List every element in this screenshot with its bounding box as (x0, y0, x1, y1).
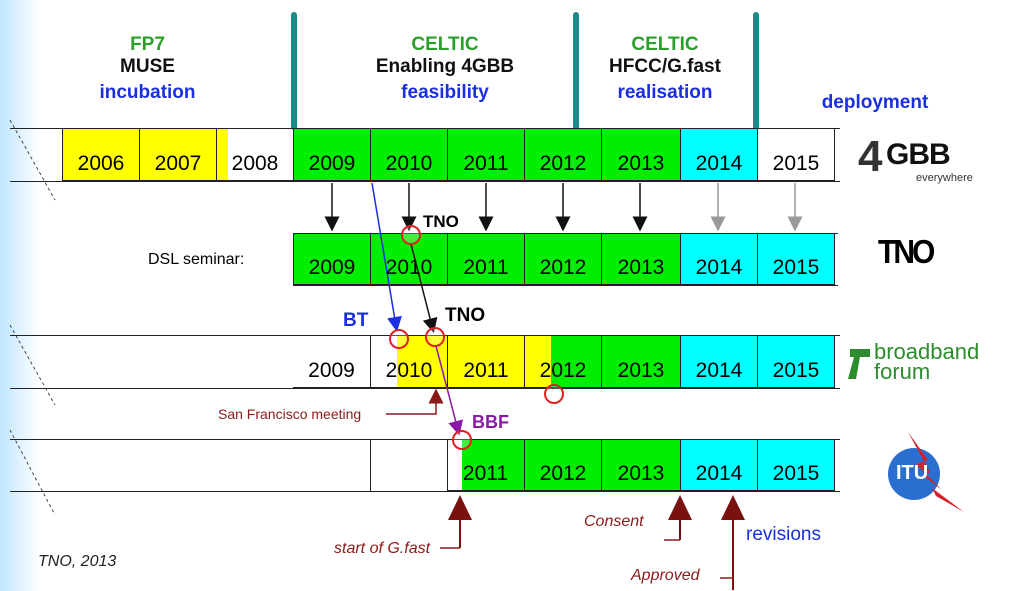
phase-deployment: deployment (780, 92, 970, 114)
phase-stage: deployment (821, 92, 929, 113)
phase-stage: incubation (99, 82, 196, 103)
highlight-green (293, 128, 680, 181)
bbf-logo-line1: broadband (874, 339, 980, 364)
cell-divider (447, 439, 448, 491)
sf-meeting-connector (386, 388, 444, 415)
bbf-logo-mark (848, 345, 872, 381)
phase-incubation: FP7 MUSE incubation (60, 34, 235, 104)
tno-tag: TNO (445, 305, 486, 326)
row-line (10, 439, 840, 440)
dsl-seminar-label: DSL seminar: (148, 251, 245, 268)
phase-project: MUSE (120, 56, 175, 77)
row-line (10, 181, 840, 182)
highlight-green (462, 439, 680, 491)
revisions-label: revisions (746, 524, 821, 545)
tno-logo: TNO (878, 234, 935, 271)
bbf-arrow (435, 345, 463, 436)
cell-divider (370, 439, 371, 491)
bt-tag: BT (343, 310, 369, 331)
year-cell: 2015 (757, 233, 835, 285)
phase-project: Enabling 4GBB (375, 56, 515, 77)
bbf-tag: BBF (472, 412, 509, 432)
row-line (10, 491, 840, 492)
phase-divider (573, 12, 579, 130)
row-line (293, 285, 838, 286)
phase-stage: feasibility (401, 82, 489, 103)
phase-stage: realisation (617, 82, 713, 103)
bt-arrow (371, 182, 402, 332)
highlight-green (293, 233, 680, 285)
highlight-cyan (680, 128, 757, 181)
bbf-logo-line2: forum (874, 359, 931, 384)
phase-program: FP7 (130, 34, 165, 55)
highlight-yellow (447, 335, 551, 388)
sf-meeting-label: San Francisco meeting (218, 406, 362, 422)
highlight-yellow (62, 128, 228, 181)
bbf-logo: broadband forum (874, 339, 980, 384)
highlight-green (551, 335, 680, 388)
down-arrows (324, 183, 648, 232)
phase-program: CELTIC (411, 34, 479, 55)
credit-label: TNO, 2013 (38, 553, 117, 570)
row-break-marks (9, 119, 56, 516)
consent-label: Consent (584, 513, 644, 530)
tno-arrow (410, 243, 438, 334)
4gbb-logo-sub: everywhere (916, 172, 973, 184)
milestone-arrows (448, 495, 745, 590)
itu-logo-text: ITU (896, 462, 929, 484)
year-cell: 2015 (757, 128, 835, 181)
year-cell: 2015 (757, 335, 835, 388)
tno-tag: TNO (423, 212, 459, 231)
4gbb-logo-digit: 4 (858, 132, 883, 181)
phase-feasibility: CELTIC Enabling 4GBB feasibility (320, 34, 570, 104)
phase-divider (753, 12, 759, 130)
phase-project: HFCC/G.fast (609, 56, 721, 77)
row-line (10, 388, 840, 389)
start-gfast-label: start of G.fast (334, 540, 431, 557)
milestone-circles (389, 225, 564, 450)
phase-divider (291, 12, 297, 130)
phase-program: CELTIC (631, 34, 699, 55)
year-cell: 2015 (757, 439, 835, 491)
down-arrows-gray (710, 183, 803, 232)
highlight-yellow (397, 335, 447, 388)
4gbb-logo: 4 GBB everywhere (858, 132, 998, 188)
approved-label: Approved (631, 567, 700, 584)
phase-realisation: CELTIC HFCC/G.fast realisation (580, 34, 750, 104)
itu-logo: ITU (872, 430, 972, 515)
4gbb-logo-text: GBB (886, 138, 951, 171)
